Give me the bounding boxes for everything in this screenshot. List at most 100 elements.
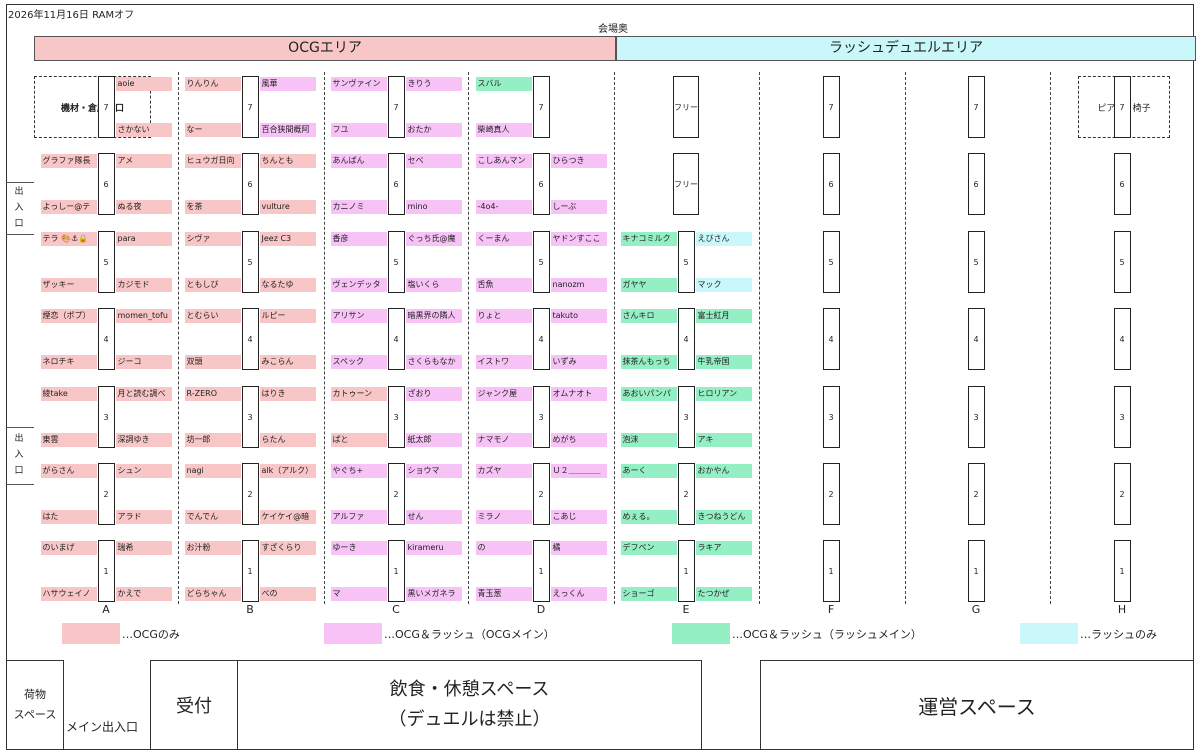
seat-name[interactable]: あおいパンパ [620, 387, 677, 401]
seat-name[interactable]: グラファ隊長 [40, 154, 97, 168]
seat-name[interactable]: ケイケイ@暗 [259, 510, 316, 524]
table-A1[interactable]: 1 [97, 540, 115, 602]
seat-name[interactable]: 塩いくら [405, 278, 462, 292]
seat-name[interactable]: りんりん [184, 77, 241, 91]
seat-name[interactable]: ミラノ [475, 510, 532, 524]
seat-name[interactable]: R-ZERO [184, 387, 241, 401]
table-E3[interactable]: 3 [677, 386, 695, 448]
table-H3[interactable]: 3 [1113, 386, 1131, 448]
seat-name[interactable]: おかやん [695, 464, 752, 478]
seat-name[interactable]: ジーコ [115, 355, 172, 369]
seat-name[interactable]: シュン [115, 464, 172, 478]
seat-name[interactable]: こしあんマン [475, 154, 532, 168]
table-G5[interactable]: 5 [967, 231, 985, 293]
table-D1[interactable]: 1 [532, 540, 550, 602]
seat-name[interactable]: ヒュウガ日向 [184, 154, 241, 168]
table-F5[interactable]: 5 [822, 231, 840, 293]
table-A5[interactable]: 5 [97, 231, 115, 293]
seat-name[interactable]: さかない [115, 123, 172, 137]
table-C5[interactable]: 5 [387, 231, 405, 293]
seat-name[interactable]: おたか [405, 123, 462, 137]
seat-name[interactable]: 綾take [40, 387, 97, 401]
seat-name[interactable]: 抹茶んもっち [620, 355, 677, 369]
seat-name[interactable]: kirameru [405, 541, 462, 555]
seat-name[interactable]: さくらもなか [405, 355, 462, 369]
seat-name[interactable]: えっくん [550, 587, 607, 601]
table-H4[interactable]: 4 [1113, 308, 1131, 370]
seat-name[interactable]: ちんとも [259, 154, 316, 168]
seat-name[interactable]: 煙恋（ポプ） [40, 309, 97, 323]
seat-name[interactable]: テラ 🎨⚓🔒 [40, 232, 97, 246]
seat-name[interactable]: せん [405, 510, 462, 524]
seat-name[interactable]: きつねうどん [695, 510, 752, 524]
table-H5[interactable]: 5 [1113, 231, 1131, 293]
seat-name[interactable]: やぐち+ [330, 464, 387, 478]
seat-name[interactable]: マ [330, 587, 387, 601]
seat-name[interactable]: スバル [475, 77, 532, 91]
seat-name[interactable]: takuto [550, 309, 607, 323]
seat-name[interactable]: momen_tofu [115, 309, 172, 323]
table-B4[interactable]: 4 [241, 308, 259, 370]
seat-name[interactable]: vulture [259, 200, 316, 214]
seat-name[interactable]: ラキア [695, 541, 752, 555]
table-E2[interactable]: 2 [677, 463, 695, 525]
seat-name[interactable]: nanozm [550, 278, 607, 292]
table-F6[interactable]: 6 [822, 153, 840, 215]
seat-name[interactable]: イストワ [475, 355, 532, 369]
table-G2[interactable]: 2 [967, 463, 985, 525]
seat-name[interactable]: 坊一郎 [184, 433, 241, 447]
table-E4[interactable]: 4 [677, 308, 695, 370]
seat-name[interactable]: セベ [405, 154, 462, 168]
table-D6[interactable]: 6 [532, 153, 550, 215]
seat-name[interactable]: アメ [115, 154, 172, 168]
table-D2[interactable]: 2 [532, 463, 550, 525]
seat-name[interactable]: なるたゆ [259, 278, 316, 292]
table-E1[interactable]: 1 [677, 540, 695, 602]
seat-name[interactable]: くーまん [475, 232, 532, 246]
table-G1[interactable]: 1 [967, 540, 985, 602]
seat-name[interactable]: ゆーき [330, 541, 387, 555]
table-G4[interactable]: 4 [967, 308, 985, 370]
table-B5[interactable]: 5 [241, 231, 259, 293]
table-H2[interactable]: 2 [1113, 463, 1131, 525]
table-B6[interactable]: 6 [241, 153, 259, 215]
table-B7[interactable]: 7 [241, 76, 259, 138]
seat-name[interactable]: 泡沫 [620, 433, 677, 447]
seat-name[interactable]: きりう [405, 77, 462, 91]
seat-name[interactable]: めぇる。 [620, 510, 677, 524]
seat-name[interactable]: 香彦 [330, 232, 387, 246]
seat-name[interactable]: ザッキー [40, 278, 97, 292]
seat-name[interactable]: 青玉葱 [475, 587, 532, 601]
seat-name[interactable]: いずみ [550, 355, 607, 369]
table-B3[interactable]: 3 [241, 386, 259, 448]
seat-name[interactable]: Ｕ２＿＿＿＿ [550, 464, 607, 478]
seat-name[interactable]: たつかぜ [695, 587, 752, 601]
seat-name[interactable]: の [475, 541, 532, 555]
seat-name[interactable]: どらちゃん [184, 587, 241, 601]
seat-name[interactable]: ショウマ [405, 464, 462, 478]
seat-name[interactable]: フユ [330, 123, 387, 137]
seat-name[interactable]: ヴェンデッタ [330, 278, 387, 292]
seat-name[interactable]: キナコミルク [620, 232, 677, 246]
table-C6[interactable]: 6 [387, 153, 405, 215]
seat-name[interactable]: 舌魚 [475, 278, 532, 292]
seat-name[interactable]: 牛乳帝国 [695, 355, 752, 369]
table-B1[interactable]: 1 [241, 540, 259, 602]
seat-name[interactable]: アルファ [330, 510, 387, 524]
seat-name[interactable]: ヒロリアン [695, 387, 752, 401]
table-C7[interactable]: 7 [387, 76, 405, 138]
seat-name[interactable]: とむらい [184, 309, 241, 323]
seat-name[interactable]: ルピー [259, 309, 316, 323]
seat-name[interactable]: ショーゴ [620, 587, 677, 601]
table-F4[interactable]: 4 [822, 308, 840, 370]
seat-name[interactable]: でんでん [184, 510, 241, 524]
seat-name[interactable]: アリサン [330, 309, 387, 323]
seat-name[interactable]: マック [695, 278, 752, 292]
seat-name[interactable]: 風華 [259, 77, 316, 91]
seat-name[interactable]: こあじ [550, 510, 607, 524]
seat-name[interactable]: ざおり [405, 387, 462, 401]
seat-name[interactable]: りょと [475, 309, 532, 323]
table-C1[interactable]: 1 [387, 540, 405, 602]
seat-name[interactable]: アラド [115, 510, 172, 524]
seat-name[interactable]: 双頭 [184, 355, 241, 369]
